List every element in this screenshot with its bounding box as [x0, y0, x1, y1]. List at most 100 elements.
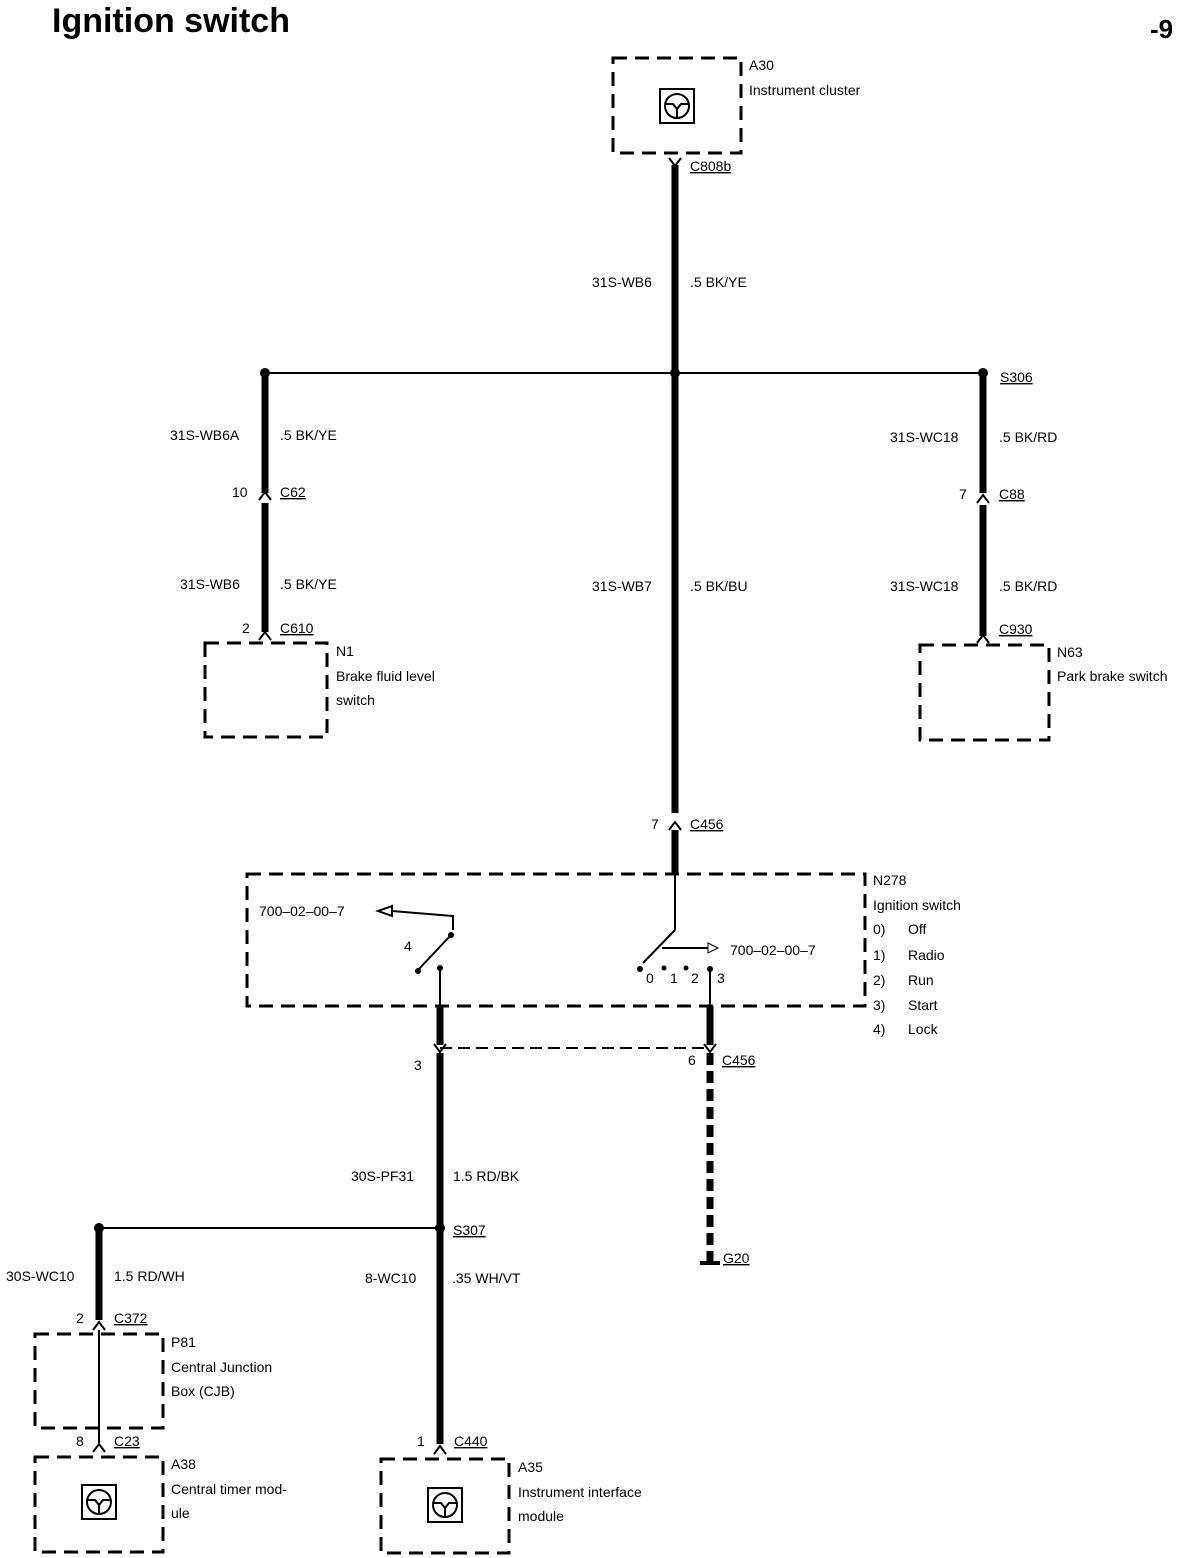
- wire-center-circuit: 31S-WB7: [592, 578, 652, 594]
- n63-name: Park brake switch: [1057, 668, 1167, 684]
- ground-g20: G20: [723, 1250, 750, 1266]
- connector-c440: C440: [454, 1433, 488, 1449]
- switch-pos-0: 0: [646, 970, 654, 986]
- position-3-num: 3): [873, 997, 885, 1013]
- connector-c88-symbol: [976, 493, 990, 504]
- connector-c88: C88: [999, 486, 1025, 502]
- wire-left-upper-circuit: 31S-WB6A: [170, 427, 240, 443]
- a30-id: A30: [749, 57, 774, 73]
- wire-center-spec: .5 BK/BU: [690, 578, 748, 594]
- wire-right-lower-spec: .5 BK/RD: [999, 578, 1057, 594]
- a35-box: [379, 1457, 511, 1555]
- a38-id: A38: [171, 1456, 196, 1472]
- position-3-label: Start: [908, 997, 938, 1013]
- n278-ref-right: 700–02–00–7: [730, 942, 816, 958]
- lock-switch-contact-bottom: [415, 968, 421, 974]
- n278-pin-lock: 4: [404, 938, 412, 954]
- wire-pf31-spec: 1.5 RD/BK: [453, 1168, 520, 1184]
- ref-right-arrow: [707, 942, 720, 954]
- wire-left-lower-circuit: 31S-WB6: [180, 576, 240, 592]
- connector-c23: C23: [114, 1433, 140, 1449]
- ref-left-link: [391, 910, 454, 930]
- splice-s306: S306: [1000, 369, 1033, 385]
- connector-c808b-symbol: [668, 157, 682, 168]
- n1-name-line1: Brake fluid level: [336, 668, 435, 684]
- wire-wc10-left-spec: 1.5 RD/WH: [114, 1268, 185, 1284]
- connector-c440-pin: 1: [417, 1433, 425, 1449]
- ref-left-arrow: [375, 904, 393, 918]
- wire-right-upper-circuit: 31S-WC18: [890, 429, 959, 445]
- connector-c23-symbol: [92, 1442, 106, 1453]
- connector-c62-symbol: [258, 490, 272, 501]
- splice-s307: S307: [453, 1222, 486, 1238]
- wire-top-circuit: 31S-WB6: [592, 274, 652, 290]
- component-p81: P81 Central Junction Box (CJB): [33, 1332, 272, 1430]
- steering-wheel-icon: [81, 1484, 117, 1520]
- connector-c610-symbol: [258, 630, 272, 641]
- n63-box: [918, 643, 1051, 742]
- pin-3-label: 3: [414, 1057, 422, 1073]
- connector-c372-pin: 2: [76, 1310, 84, 1326]
- n1-id: N1: [336, 643, 354, 659]
- component-a35: A35 Instrument interface module: [379, 1457, 642, 1555]
- a38-box: [33, 1455, 165, 1554]
- pin3-connector-symbol: [433, 1043, 447, 1054]
- a35-id: A35: [518, 1459, 543, 1475]
- a35-name-line2: module: [518, 1508, 564, 1524]
- position-4-num: 4): [873, 1021, 885, 1037]
- connector-c456-top: C456: [690, 816, 724, 832]
- connector-c456-bottom: C456: [722, 1052, 756, 1068]
- ignition-pos-2-dot: [683, 965, 689, 971]
- a38-name-line2: ule: [171, 1505, 190, 1521]
- connector-c62-pin: 10: [232, 484, 248, 500]
- connector-c372: C372: [114, 1310, 148, 1326]
- lock-switch-out-dot: [437, 965, 443, 971]
- connector-c808b: C808b: [690, 158, 731, 174]
- connector-c440-symbol: [433, 1444, 447, 1455]
- wire-left-lower-spec: .5 BK/YE: [280, 576, 337, 592]
- connector-c456-bottom-pin: 6: [688, 1052, 696, 1068]
- switch-pos-2: 2: [691, 970, 699, 986]
- n1-box: [203, 641, 329, 739]
- n278-position-list: 0) Off 1) Radio 2) Run 3) Start 4) Lock: [873, 921, 945, 1037]
- ignition-pos-0-dot: [637, 966, 643, 972]
- page-number: -9: [1150, 14, 1173, 44]
- connector-c23-pin: 8: [76, 1433, 84, 1449]
- connector-c372-symbol: [92, 1320, 106, 1331]
- ignition-switch-blade: [642, 929, 676, 964]
- component-a30: A30 Instrument cluster: [611, 56, 861, 155]
- connector-c610-pin: 2: [242, 620, 250, 636]
- component-a38: A38 Central timer mod- ule: [33, 1455, 287, 1554]
- connector-c456-top-symbol: [668, 820, 682, 831]
- position-0-num: 0): [873, 921, 885, 937]
- wire-wc10-left-circuit: 30S-WC10: [6, 1268, 75, 1284]
- n278-box: [245, 872, 867, 1008]
- position-2-num: 2): [873, 972, 885, 988]
- component-n278: N278 Ignition switch 0) Off 1) Radio 2) …: [245, 872, 961, 1037]
- page-title: Ignition switch: [52, 2, 290, 40]
- a30-name: Instrument cluster: [749, 82, 861, 98]
- p81-name-line2: Box (CJB): [171, 1383, 235, 1399]
- lock-switch-blade: [417, 934, 452, 971]
- wire-right-lower-circuit: 31S-WC18: [890, 578, 959, 594]
- wire-pf31-circuit: 30S-PF31: [351, 1168, 414, 1184]
- steering-wheel-icon: [659, 88, 695, 124]
- connector-c88-pin: 7: [959, 486, 967, 502]
- a30-box: [611, 56, 743, 155]
- connector-c930: C930: [999, 621, 1033, 637]
- position-0-label: Off: [908, 921, 927, 937]
- p81-name-line1: Central Junction: [171, 1359, 272, 1375]
- n1-name-line2: switch: [336, 692, 375, 708]
- connector-c456-top-pin: 7: [651, 816, 659, 832]
- connector-c930-symbol: [976, 633, 990, 644]
- p81-id: P81: [171, 1334, 196, 1350]
- connector-c456-bottom-symbol: [703, 1043, 717, 1054]
- switch-pos-1: 1: [670, 970, 678, 986]
- wire-left-upper-spec: .5 BK/YE: [280, 427, 337, 443]
- wire-wc10-right-spec: .35 WH/VT: [452, 1270, 521, 1286]
- n278-ref-left: 700–02–00–7: [259, 903, 345, 919]
- n278-name: Ignition switch: [873, 897, 961, 913]
- a38-name-line1: Central timer mod-: [171, 1481, 287, 1497]
- position-1-label: Radio: [908, 947, 945, 963]
